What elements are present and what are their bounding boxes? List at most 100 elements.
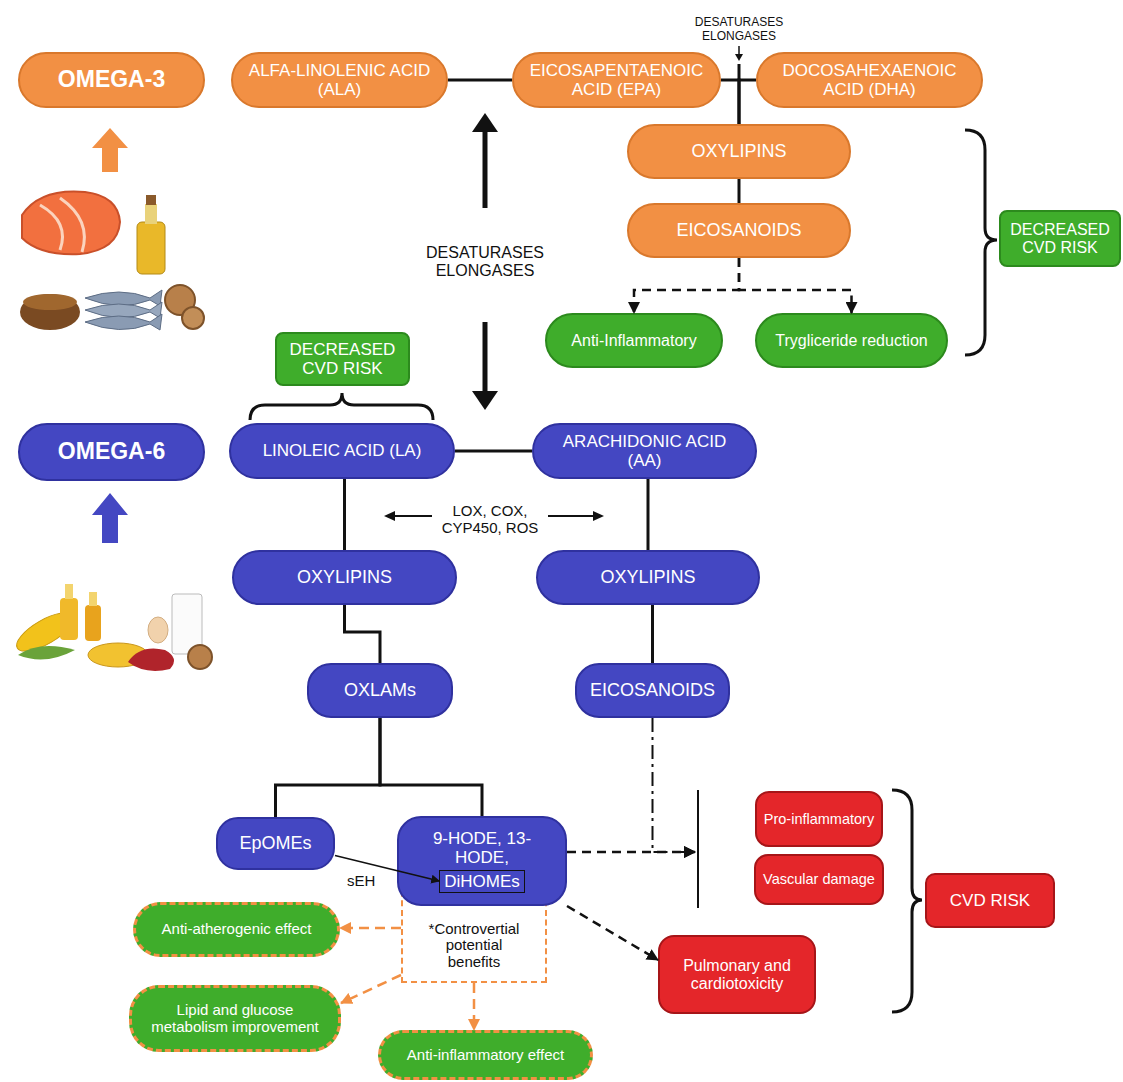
connector	[647, 479, 650, 550]
node-text: Pulmonary and cardiotoxicity	[672, 957, 802, 993]
up-arrow	[92, 493, 128, 543]
compound-box: EICOSANOIDS	[575, 663, 730, 718]
sardine-icon	[85, 302, 162, 318]
connector	[455, 450, 532, 453]
up-arrow	[92, 128, 128, 172]
compound-box: EICOSANOIDS	[627, 203, 851, 258]
compound-box: DOCOSAHEXAENOIC ACID (DHA)	[756, 52, 983, 108]
effect-box: Anti-inflammatory effect	[378, 1030, 593, 1080]
compound-box: OXYLIPINS	[536, 550, 760, 605]
enzyme-label: LOX, COX, CYP450, ROS	[428, 502, 552, 537]
risk-box: Pro-inflammatory	[755, 791, 883, 847]
node-text: 9-HODE, 13-HODE,	[427, 829, 537, 867]
highlight-box: DiHOMEs	[439, 870, 525, 893]
node-text: Pro-inflammatory	[764, 811, 874, 827]
compound-box: ALFA-LINOLENIC ACID (ALA)	[231, 52, 448, 108]
effect-box: Anti-Inflammatory	[545, 313, 723, 368]
node-text: OXYLIPINS	[297, 567, 392, 587]
node-text: LINOLEIC ACID (LA)	[263, 441, 422, 460]
salmon-stripes	[40, 198, 84, 252]
node-text: ARACHIDONIC ACID (AA)	[557, 432, 732, 470]
node-text: DECREASED CVD RISK	[287, 340, 399, 378]
node-text: EICOSAPENTAENOIC ACID (EPA)	[526, 61, 707, 99]
group-bar	[697, 790, 699, 908]
arrow-head	[735, 54, 743, 61]
oil-bottle-icon	[137, 222, 165, 274]
compound-box: ARACHIDONIC ACID (AA)	[532, 423, 757, 479]
connector	[567, 851, 695, 854]
junction-line	[738, 64, 741, 81]
bracket	[892, 790, 922, 1012]
walnut-icon	[182, 307, 204, 329]
risk-box: Pulmonary and cardiotoxicity	[658, 935, 816, 1014]
connector	[276, 718, 381, 817]
connector	[738, 179, 741, 203]
effect-box: Lipid and glucose metabolism improvement	[129, 985, 341, 1052]
enzyme-arrow	[548, 515, 595, 517]
node-text: *Controvertial potential benefits	[418, 921, 530, 971]
conversion-arrow	[483, 322, 488, 394]
connector	[340, 927, 401, 930]
compound-box: OXLAMs	[307, 663, 453, 718]
node-text: EICOSANOIDS	[676, 220, 801, 240]
bottle-neck	[65, 584, 73, 599]
node-text: DiHOMEs	[444, 872, 520, 891]
arrow-head	[593, 511, 604, 521]
arrow-head	[384, 511, 395, 521]
arrow-head	[472, 391, 498, 410]
bottle-neck	[145, 204, 157, 224]
walnut-icon	[188, 645, 212, 669]
conversion-arrow	[483, 128, 488, 208]
bracket	[250, 393, 433, 420]
seeds	[23, 294, 77, 310]
enzyme-arrow	[738, 46, 740, 54]
node-text: CVD RISK	[950, 891, 1030, 910]
seed-bowl-icon	[20, 294, 80, 330]
outcome-box: DECREASED CVD RISK	[275, 332, 410, 386]
connector	[739, 258, 852, 313]
connector	[739, 80, 756, 124]
connector	[341, 975, 401, 1003]
effect-box: Anti-atherogenic effect	[133, 902, 340, 957]
connector	[343, 479, 346, 550]
meat-icon	[128, 649, 174, 671]
compound-box: LINOLEIC ACID (LA)	[229, 423, 455, 479]
connector	[651, 605, 654, 663]
connector	[567, 906, 658, 960]
connector	[345, 605, 381, 663]
oil-bottle-icon	[60, 598, 78, 640]
node-text: OXLAMs	[344, 680, 416, 700]
node-text: Anti-inflammatory effect	[407, 1047, 564, 1064]
compound-box: OXYLIPINS	[627, 124, 851, 179]
sardine-icon	[85, 314, 162, 330]
connector	[634, 258, 739, 313]
compound-box: OXYLIPINS	[232, 550, 457, 605]
category-box: OMEGA-6	[18, 423, 205, 481]
enzyme-arrow	[393, 515, 432, 517]
connector	[380, 718, 482, 816]
connector	[721, 80, 739, 124]
bottle-neck	[89, 592, 97, 606]
arrow-head	[472, 113, 498, 132]
node-text: Lipid and glucose metabolism improvement	[144, 1002, 326, 1036]
egg-icon	[148, 617, 168, 643]
edge-label: sEH	[345, 872, 377, 889]
node-text: DOCOSAHEXAENOIC ACID (DHA)	[770, 61, 969, 99]
node-text: Trygliceride reduction	[775, 332, 927, 350]
connector	[653, 718, 696, 852]
compound-box: 9-HODE, 13-HODE, DiHOMEs	[397, 816, 567, 906]
node-text: OMEGA-3	[58, 67, 165, 93]
corn-leaf	[18, 646, 75, 659]
node-text: OXYLIPINS	[600, 567, 695, 587]
compound-box: EICOSAPENTAENOIC ACID (EPA)	[512, 52, 721, 108]
outcome-box: DECREASED CVD RISK	[999, 210, 1121, 267]
node-text: EpOMEs	[239, 833, 311, 853]
bottle-cork	[146, 195, 156, 205]
enzyme-label: DESATURASES ELONGASES	[689, 16, 789, 44]
outcome-box: CVD RISK	[925, 873, 1055, 928]
node-text: EICOSANOIDS	[590, 680, 715, 700]
node-text: ALFA-LINOLENIC ACID (ALA)	[245, 61, 434, 99]
connector	[448, 79, 512, 82]
